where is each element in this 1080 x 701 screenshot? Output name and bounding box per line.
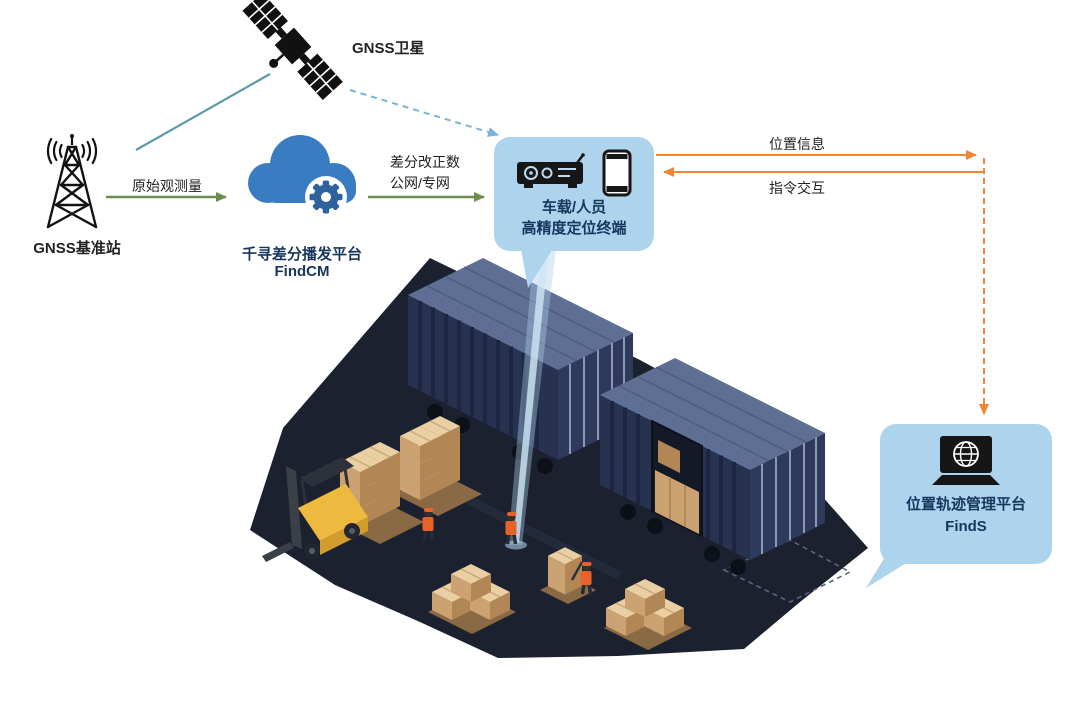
finds-label-line2: FindS	[945, 518, 987, 535]
cloud-platform-icon	[248, 135, 356, 218]
container-2	[600, 358, 825, 575]
positioning-beam	[505, 248, 556, 550]
base-station-icon	[46, 134, 98, 229]
pallet-group-center	[428, 563, 516, 634]
cloud-platform-label-line2: FindCM	[274, 263, 330, 280]
gear-icon	[305, 176, 347, 218]
terminal-bubble: 车载/人员 高精度定位终端	[494, 137, 654, 251]
warehouse-yard-illustration	[250, 248, 868, 658]
satellite-to-terminal-dashed	[349, 89, 499, 137]
satellite-label: GNSS卫星	[352, 40, 425, 57]
terminal-bubble-tail	[520, 244, 556, 288]
smartphone-icon	[602, 149, 632, 197]
terminal-label-line1: 车载/人员	[541, 199, 607, 216]
cloud-platform-label-line1: 千寻差分播发平台	[241, 246, 362, 263]
correction-label-line1: 差分改正数	[390, 154, 460, 170]
vehicle-terminal-icon	[517, 153, 585, 188]
position-info-label: 位置信息	[769, 136, 825, 152]
raw-observation-label: 原始观测量	[132, 178, 202, 194]
pallet-stack-right	[394, 415, 482, 516]
terminal-label-line2: 高精度定位终端	[521, 220, 627, 237]
pallet-group-right	[604, 578, 692, 650]
signal-waves-icon	[46, 137, 98, 165]
base-station-label: GNSS基准站	[33, 240, 121, 257]
satellite-to-station-line	[135, 73, 271, 151]
laptop-globe-icon	[932, 436, 1000, 485]
gnss-satellite-icon	[242, 0, 343, 100]
container-1	[408, 258, 633, 474]
finds-icons	[928, 436, 1004, 494]
marked-zone-outline	[722, 539, 852, 603]
forklift-icon	[262, 457, 368, 562]
finds-label-line1: 位置轨迹管理平台	[905, 496, 1026, 513]
command-interaction-label: 指令交互	[769, 180, 825, 196]
finds-bubble: 位置轨迹管理平台 FindS	[880, 424, 1052, 564]
correction-label-line2: 公网/专网	[390, 175, 450, 191]
terminal-icons	[516, 149, 632, 197]
